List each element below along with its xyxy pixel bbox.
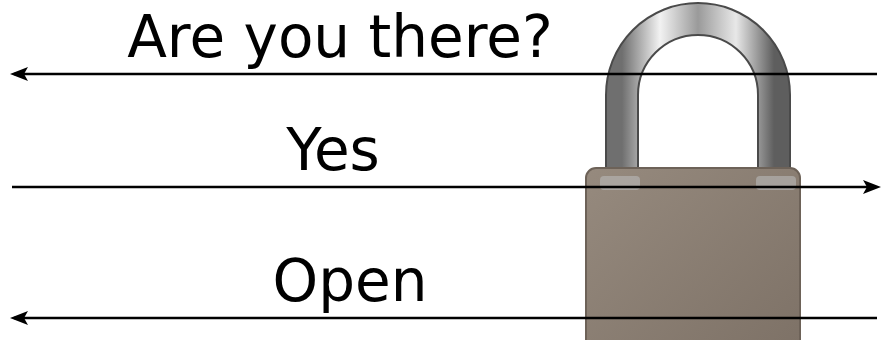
message-arrows — [10, 67, 881, 325]
message-label: Open — [273, 247, 428, 315]
message-label: Are you there? — [127, 3, 553, 71]
message-label: Yes — [286, 116, 380, 184]
